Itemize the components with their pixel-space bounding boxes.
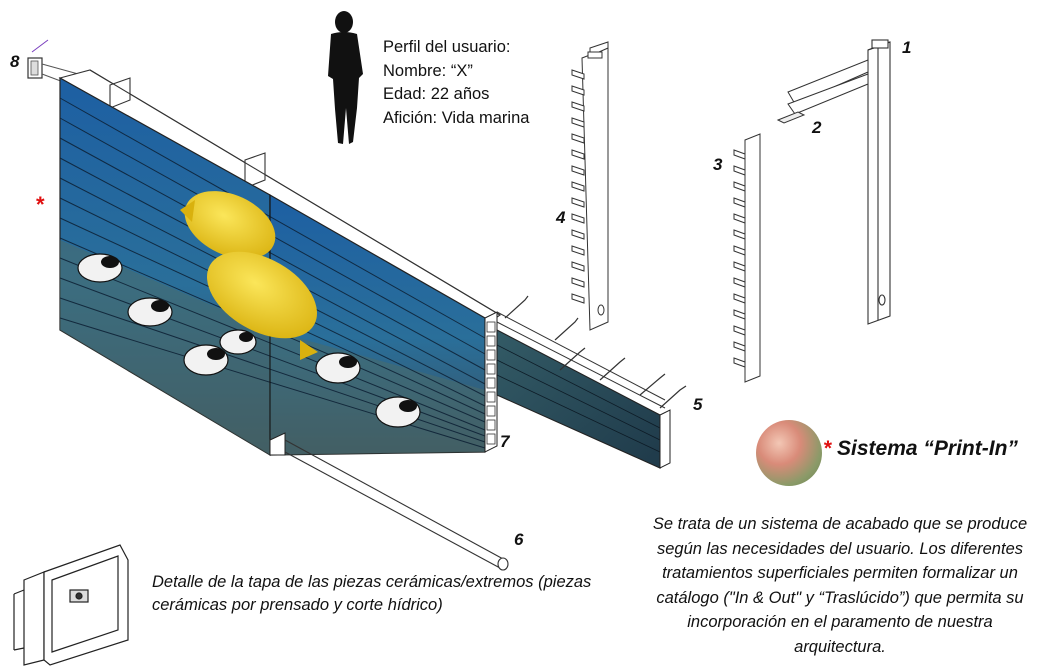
profile-age: Edad: 22 años — [383, 85, 490, 103]
hand-print-image — [756, 420, 822, 486]
secondary-ceramic-panel — [496, 311, 671, 469]
label-5: 5 — [693, 395, 703, 414]
label-4: 4 — [556, 208, 566, 227]
print-in-title: * Sistema “Print-In” — [823, 437, 1018, 461]
user-profile-text: Perfil del usuario: Nombre: “X” Edad: 22… — [383, 36, 529, 130]
profile-name: Nombre: “X” — [383, 61, 473, 80]
label-8: 8 — [10, 52, 20, 71]
main-ceramic-panel — [59, 76, 498, 457]
profile-hobby: Afición: Vida marina — [383, 108, 530, 127]
label-3: 3 — [713, 155, 723, 174]
comb-profile-4 — [571, 41, 609, 331]
end-cap-description: Detalle de la tapa de las piezas cerámic… — [152, 573, 592, 614]
label-1: 1 — [902, 38, 912, 57]
top-rail — [58, 69, 502, 323]
print-in-star: * — [823, 437, 832, 460]
post-profile-1 — [867, 39, 891, 325]
print-in-title-text: Sistema “Print-In” — [837, 437, 1018, 460]
support-tube — [284, 439, 509, 571]
asterisk-marker: * — [36, 192, 45, 217]
label-2: 2 — [812, 118, 822, 137]
end-cap-detail — [13, 544, 129, 666]
user-silhouette — [328, 11, 363, 144]
comb-profile-3 — [733, 133, 761, 383]
print-in-description: Se trata de un sistema de acabado que se… — [652, 515, 1028, 656]
arm-profile-2 — [776, 59, 869, 124]
label-7: 7 — [500, 432, 510, 451]
anchor-hooks — [504, 295, 687, 409]
label-6: 6 — [514, 530, 524, 549]
profile-heading: Perfil del usuario: — [383, 38, 511, 56]
